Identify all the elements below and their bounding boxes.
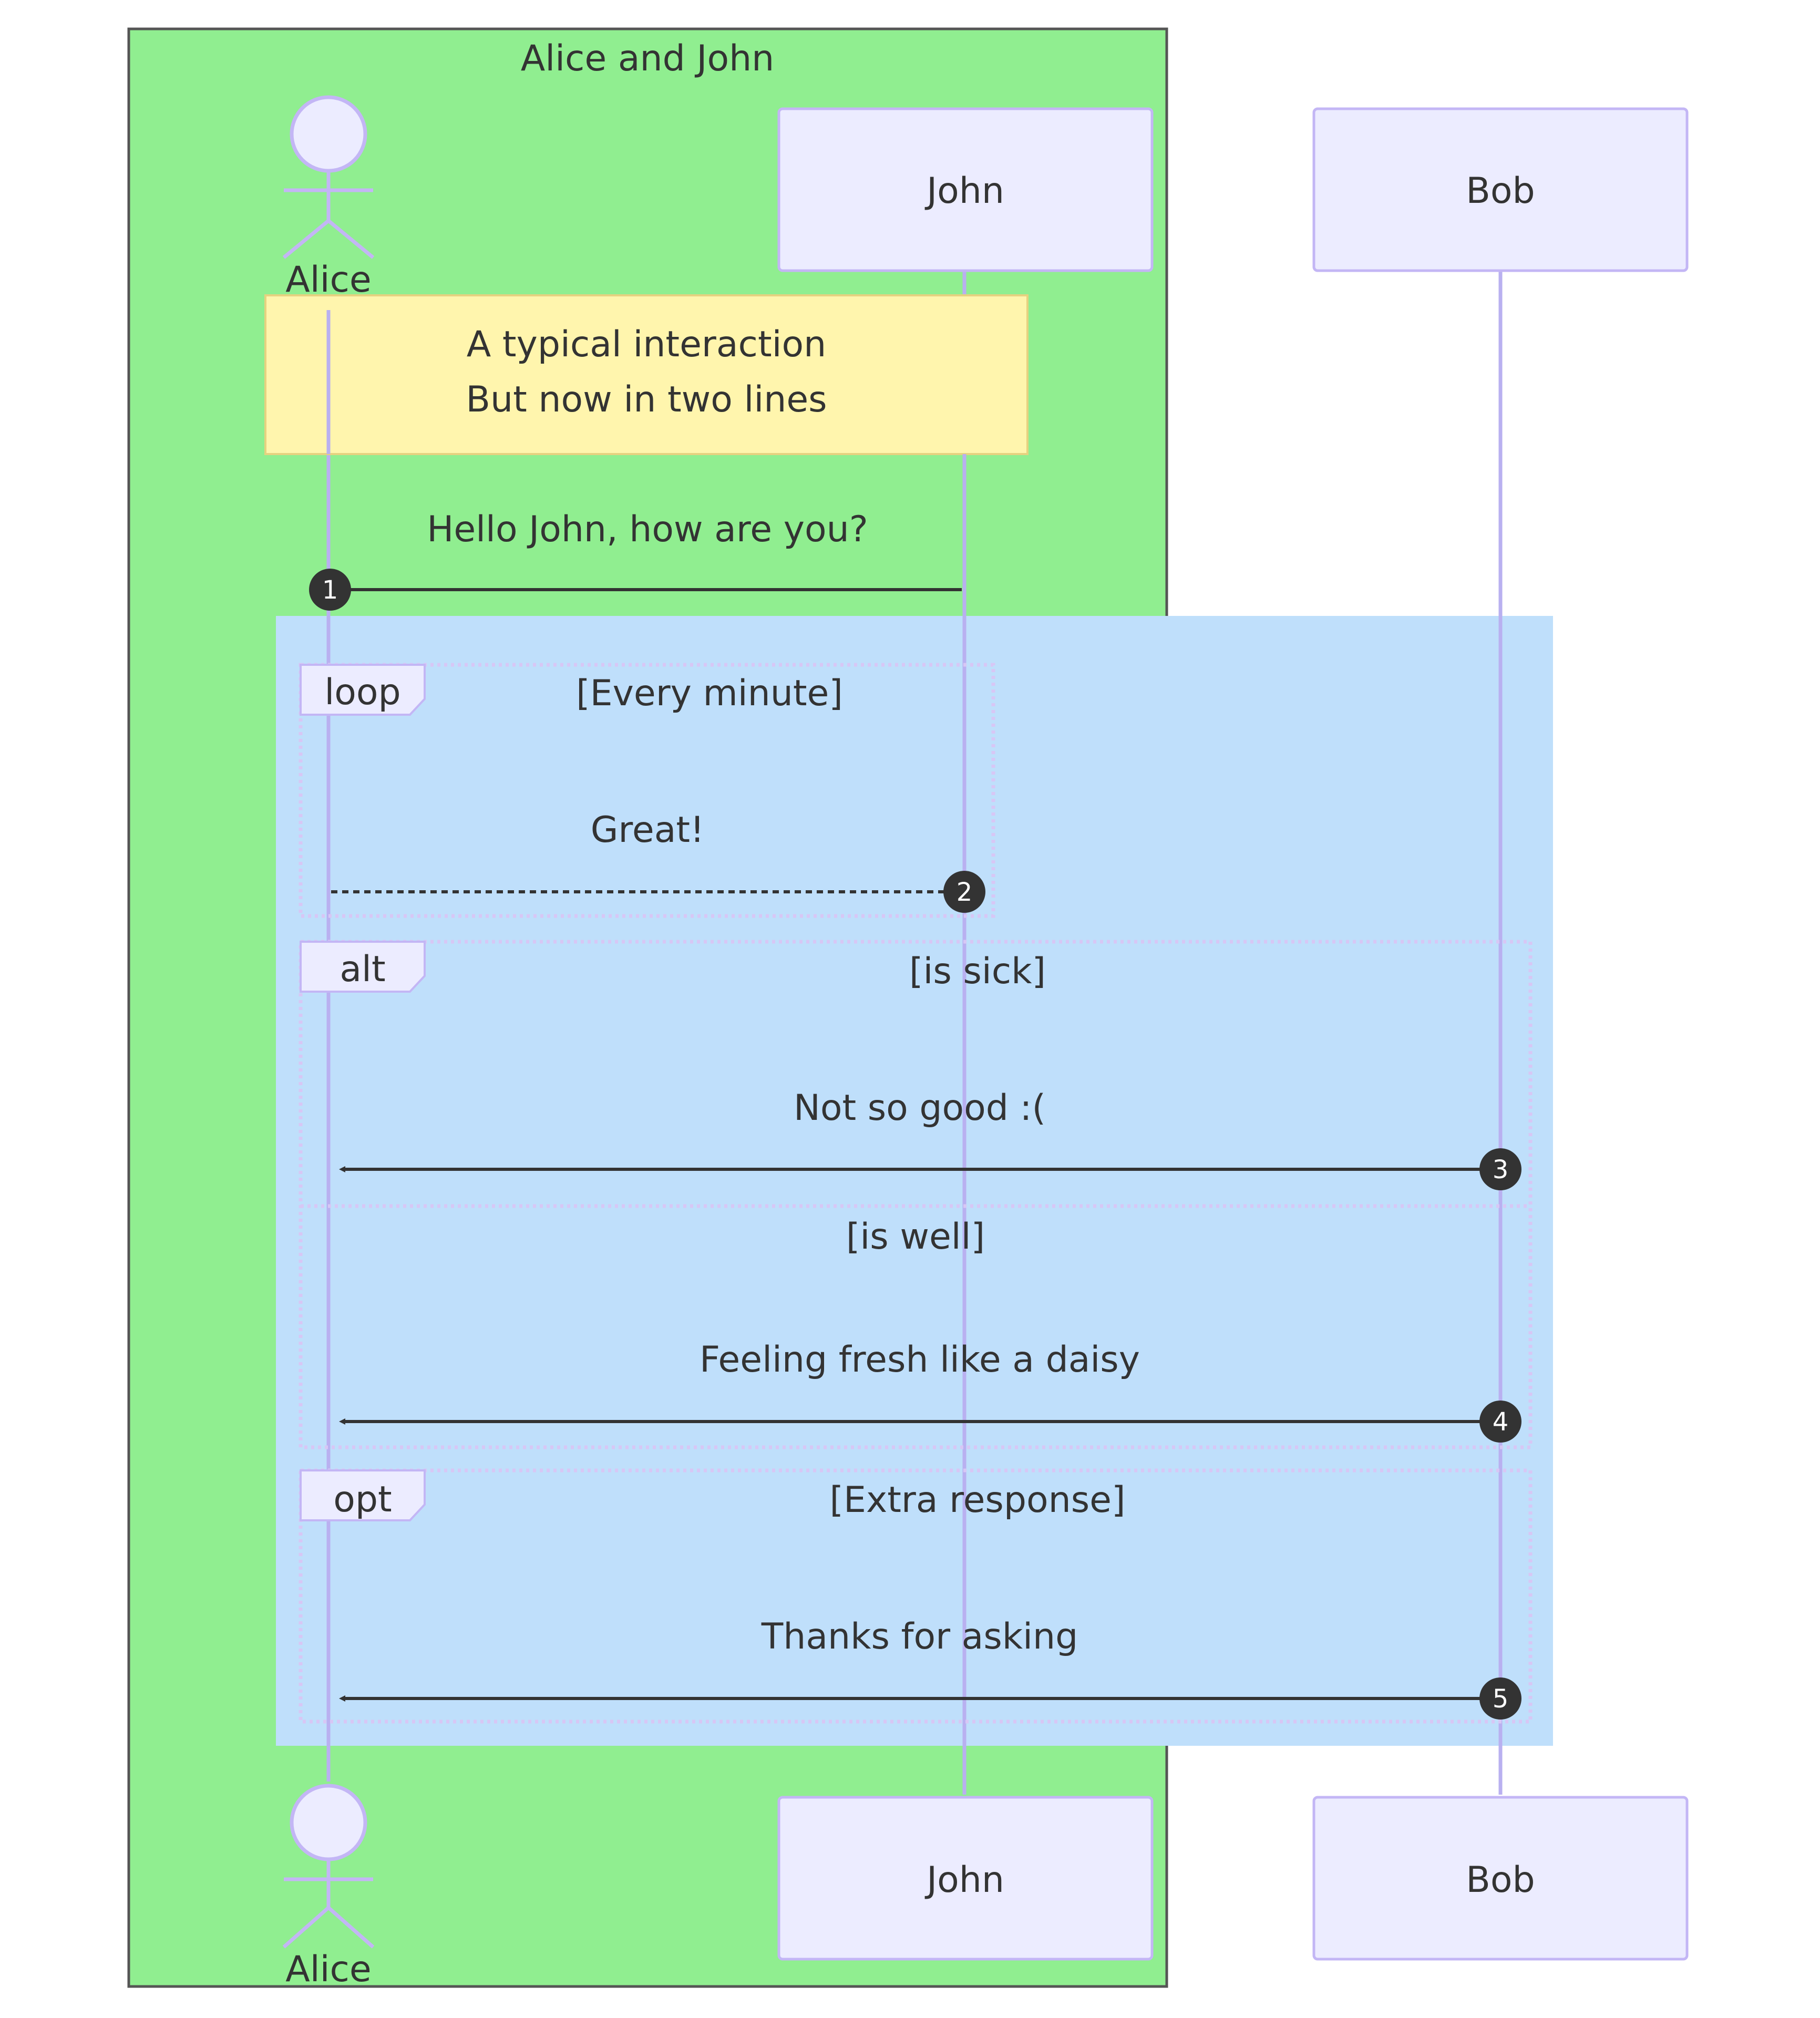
- actor-label-alice-bottom: Alice: [285, 1949, 372, 1990]
- participant-john-top[interactable]: John: [777, 107, 1154, 272]
- frame-loop: loop [Every minute]: [299, 663, 995, 918]
- svg-text:5: 5: [1493, 1684, 1509, 1714]
- svg-text:4: 4: [1493, 1407, 1509, 1437]
- participant-bob-bottom[interactable]: Bob: [1312, 1796, 1689, 1961]
- message-5: Thanks for asking 5: [339, 1616, 1521, 1720]
- svg-text:1: 1: [322, 575, 338, 605]
- participant-label-bob: Bob: [1466, 170, 1535, 212]
- participant-label-john-bottom: John: [924, 1859, 1004, 1901]
- message-label-4: Feeling fresh like a daisy: [700, 1339, 1140, 1381]
- message-2: Great! 2: [331, 809, 985, 913]
- step-badge-3: 3: [1479, 1148, 1521, 1190]
- frame-alt: alt [is sick] [is well]: [299, 940, 1533, 1449]
- frame-condition-opt: [Extra response]: [829, 1479, 1125, 1521]
- participant-bob-top[interactable]: Bob: [1312, 107, 1689, 272]
- step-badge-4: 4: [1479, 1401, 1521, 1443]
- message-label-1: Hello John, how are you?: [427, 509, 868, 550]
- frame-condition-alt: [is sick]: [909, 951, 1046, 992]
- frame-condition-loop: [Every minute]: [576, 673, 843, 714]
- message-3: Not so good :( 3: [339, 1087, 1521, 1190]
- lifelines: [326, 271, 1503, 1795]
- frame-keyword-opt: opt: [333, 1479, 392, 1520]
- frame-else-condition-alt: [is well]: [846, 1216, 985, 1258]
- highlight-region: [276, 616, 1553, 1746]
- actor-label-alice: Alice: [285, 259, 372, 301]
- actor-figure-icon: [282, 95, 375, 259]
- box-label: Alice and John: [521, 38, 775, 79]
- actor-figure-icon: [282, 1784, 375, 1949]
- step-badge-1: 1: [309, 569, 351, 611]
- frame-keyword-loop: loop: [324, 672, 400, 713]
- note-line-1: A typical interaction: [467, 324, 826, 365]
- message-4: Feeling fresh like a daisy 4: [339, 1339, 1521, 1443]
- frame-keyword-alt: alt: [340, 949, 385, 990]
- participant-label-bob-bottom: Bob: [1466, 1859, 1535, 1901]
- message-label-5: Thanks for asking: [761, 1616, 1078, 1657]
- step-badge-5: 5: [1479, 1677, 1521, 1720]
- svg-text:2: 2: [957, 878, 973, 907]
- note: A typical interaction But now in two lin…: [264, 294, 1029, 455]
- message-label-3: Not so good :(: [794, 1087, 1046, 1129]
- participant-label-john: John: [924, 170, 1004, 212]
- message-1: Hello John, how are you? 1: [309, 509, 962, 611]
- actor-alice-bottom[interactable]: Alice: [282, 1784, 375, 1990]
- step-badge-2: 2: [943, 871, 985, 913]
- actor-alice-top[interactable]: Alice: [282, 95, 375, 301]
- message-label-2: Great!: [591, 809, 705, 851]
- frame-opt: opt [Extra response]: [299, 1468, 1533, 1724]
- svg-text:3: 3: [1493, 1155, 1509, 1185]
- note-line-2: But now in two lines: [466, 379, 827, 420]
- participant-john-bottom[interactable]: John: [777, 1796, 1154, 1961]
